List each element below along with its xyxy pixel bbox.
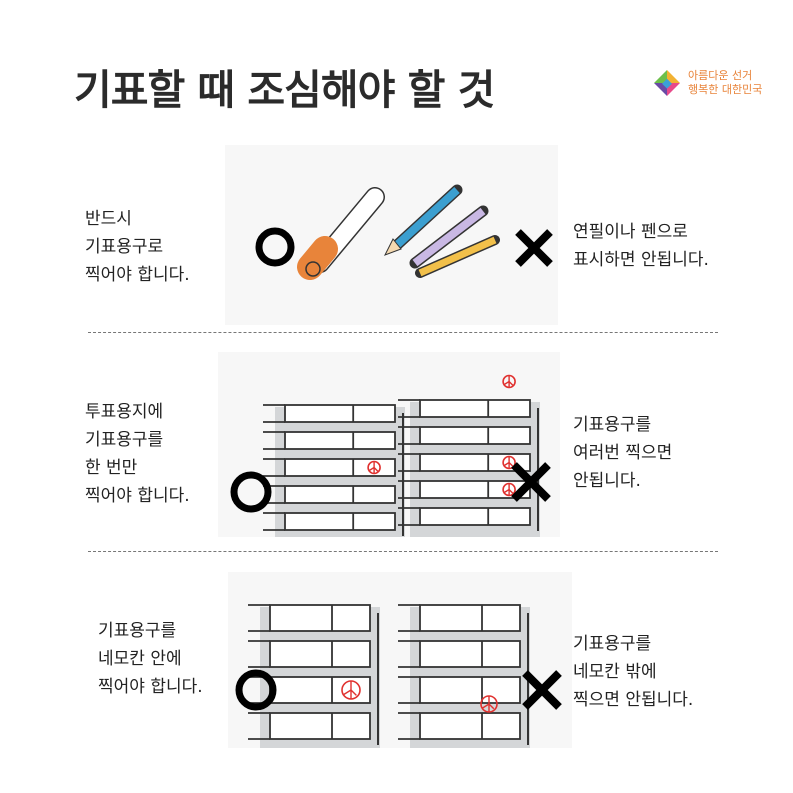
- text-line: 연필이나 펜으로: [573, 222, 688, 242]
- text-line: 네모칸 밖에: [573, 662, 657, 682]
- text-line: 네모칸 안에: [98, 649, 182, 669]
- stamp-mark-icon: [503, 375, 514, 388]
- text-line: 반드시: [85, 209, 132, 229]
- ballot-row: [284, 485, 396, 504]
- stamp-mark-icon: [368, 461, 379, 474]
- ballot-row: [419, 676, 521, 704]
- section3-correct-text: 기표용구를 네모칸 안에 찍어야 합니다.: [98, 617, 203, 701]
- x-stroke: [522, 670, 562, 710]
- stamp-tool-icon: [297, 187, 385, 280]
- logo-icon: [654, 70, 680, 96]
- section1-wrong-text: 연필이나 펜으로 표시하면 안됩니다.: [573, 218, 709, 274]
- ballot-row: [419, 480, 531, 499]
- text-line: 기표용구를: [573, 634, 652, 654]
- section1-correct-text: 반드시 기표용구로 찍어야 합니다.: [85, 205, 190, 289]
- text-line: 투표용지에: [85, 402, 164, 422]
- ballot-row: [284, 458, 396, 477]
- ballot-row: [419, 604, 521, 632]
- page-title: 기표할 때 조심해야 할 것: [74, 66, 495, 114]
- wrong-x-icon: [511, 462, 551, 502]
- stamp-mark-icon: [503, 456, 514, 469]
- correct-o-icon: [235, 669, 277, 711]
- x-stroke: [511, 462, 551, 502]
- correct-o-icon: [255, 227, 295, 267]
- ballot-row: [419, 712, 521, 740]
- text-line: 찍어야 합니다.: [85, 486, 190, 506]
- pen-icon: [415, 235, 500, 278]
- text-line: 기표용구를: [85, 430, 164, 450]
- text-line: 여러번 찍으면: [573, 443, 673, 463]
- text-line: 한 번만: [85, 458, 138, 478]
- ballot-row: [419, 640, 521, 668]
- logo-line1: 아름다운 선거: [688, 69, 753, 82]
- ballot-row: [419, 507, 531, 526]
- pencil-icon: [383, 184, 463, 256]
- election-logo: 아름다운 선거 행복한 대한민국: [652, 68, 762, 98]
- text-line: 찍으면 안됩니다.: [573, 690, 694, 710]
- section3-illustration: [228, 572, 572, 748]
- ballot-row: [284, 404, 396, 423]
- ballot-row: [284, 431, 396, 450]
- ballot-row: [419, 399, 531, 418]
- section1-illustration: [225, 145, 558, 325]
- section3-wrong-text: 기표용구를 네모칸 밖에 찍으면 안됩니다.: [573, 630, 693, 714]
- section2-illustration: [218, 352, 560, 537]
- text-line: 기표용구를: [573, 415, 652, 435]
- correct-o-icon: [230, 471, 272, 513]
- text-line: 표시하면 안됩니다.: [573, 250, 709, 270]
- wrong-x-icon: [522, 670, 562, 710]
- section2-correct-text: 투표용지에 기표용구를 한 번만 찍어야 합니다.: [85, 398, 190, 510]
- text-line: 기표용구로: [85, 237, 164, 257]
- stamp-mark-icon: [343, 681, 357, 699]
- ballot-row: [284, 512, 396, 531]
- text-line: 기표용구를: [98, 621, 177, 641]
- ballot-row: [269, 604, 371, 632]
- wrong-x-icon: [515, 229, 553, 267]
- ballot-row: [269, 676, 371, 704]
- ballot-row: [269, 712, 371, 740]
- ballot-row: [419, 426, 531, 445]
- text-line: 찍어야 합니다.: [98, 677, 203, 697]
- pen-icon: [409, 205, 489, 269]
- stamp-mark-icon: [482, 696, 495, 712]
- ballot-row: [419, 453, 531, 472]
- text-line: 안됩니다.: [573, 471, 641, 491]
- logo-line2: 행복한 대한민국: [688, 83, 763, 96]
- stamp-mark-icon: [503, 483, 514, 496]
- divider: [88, 551, 718, 552]
- ballot-row: [269, 640, 371, 668]
- divider: [88, 332, 718, 333]
- section2-wrong-text: 기표용구를 여러번 찍으면 안됩니다.: [573, 411, 672, 495]
- text-line: 찍어야 합니다.: [85, 265, 190, 285]
